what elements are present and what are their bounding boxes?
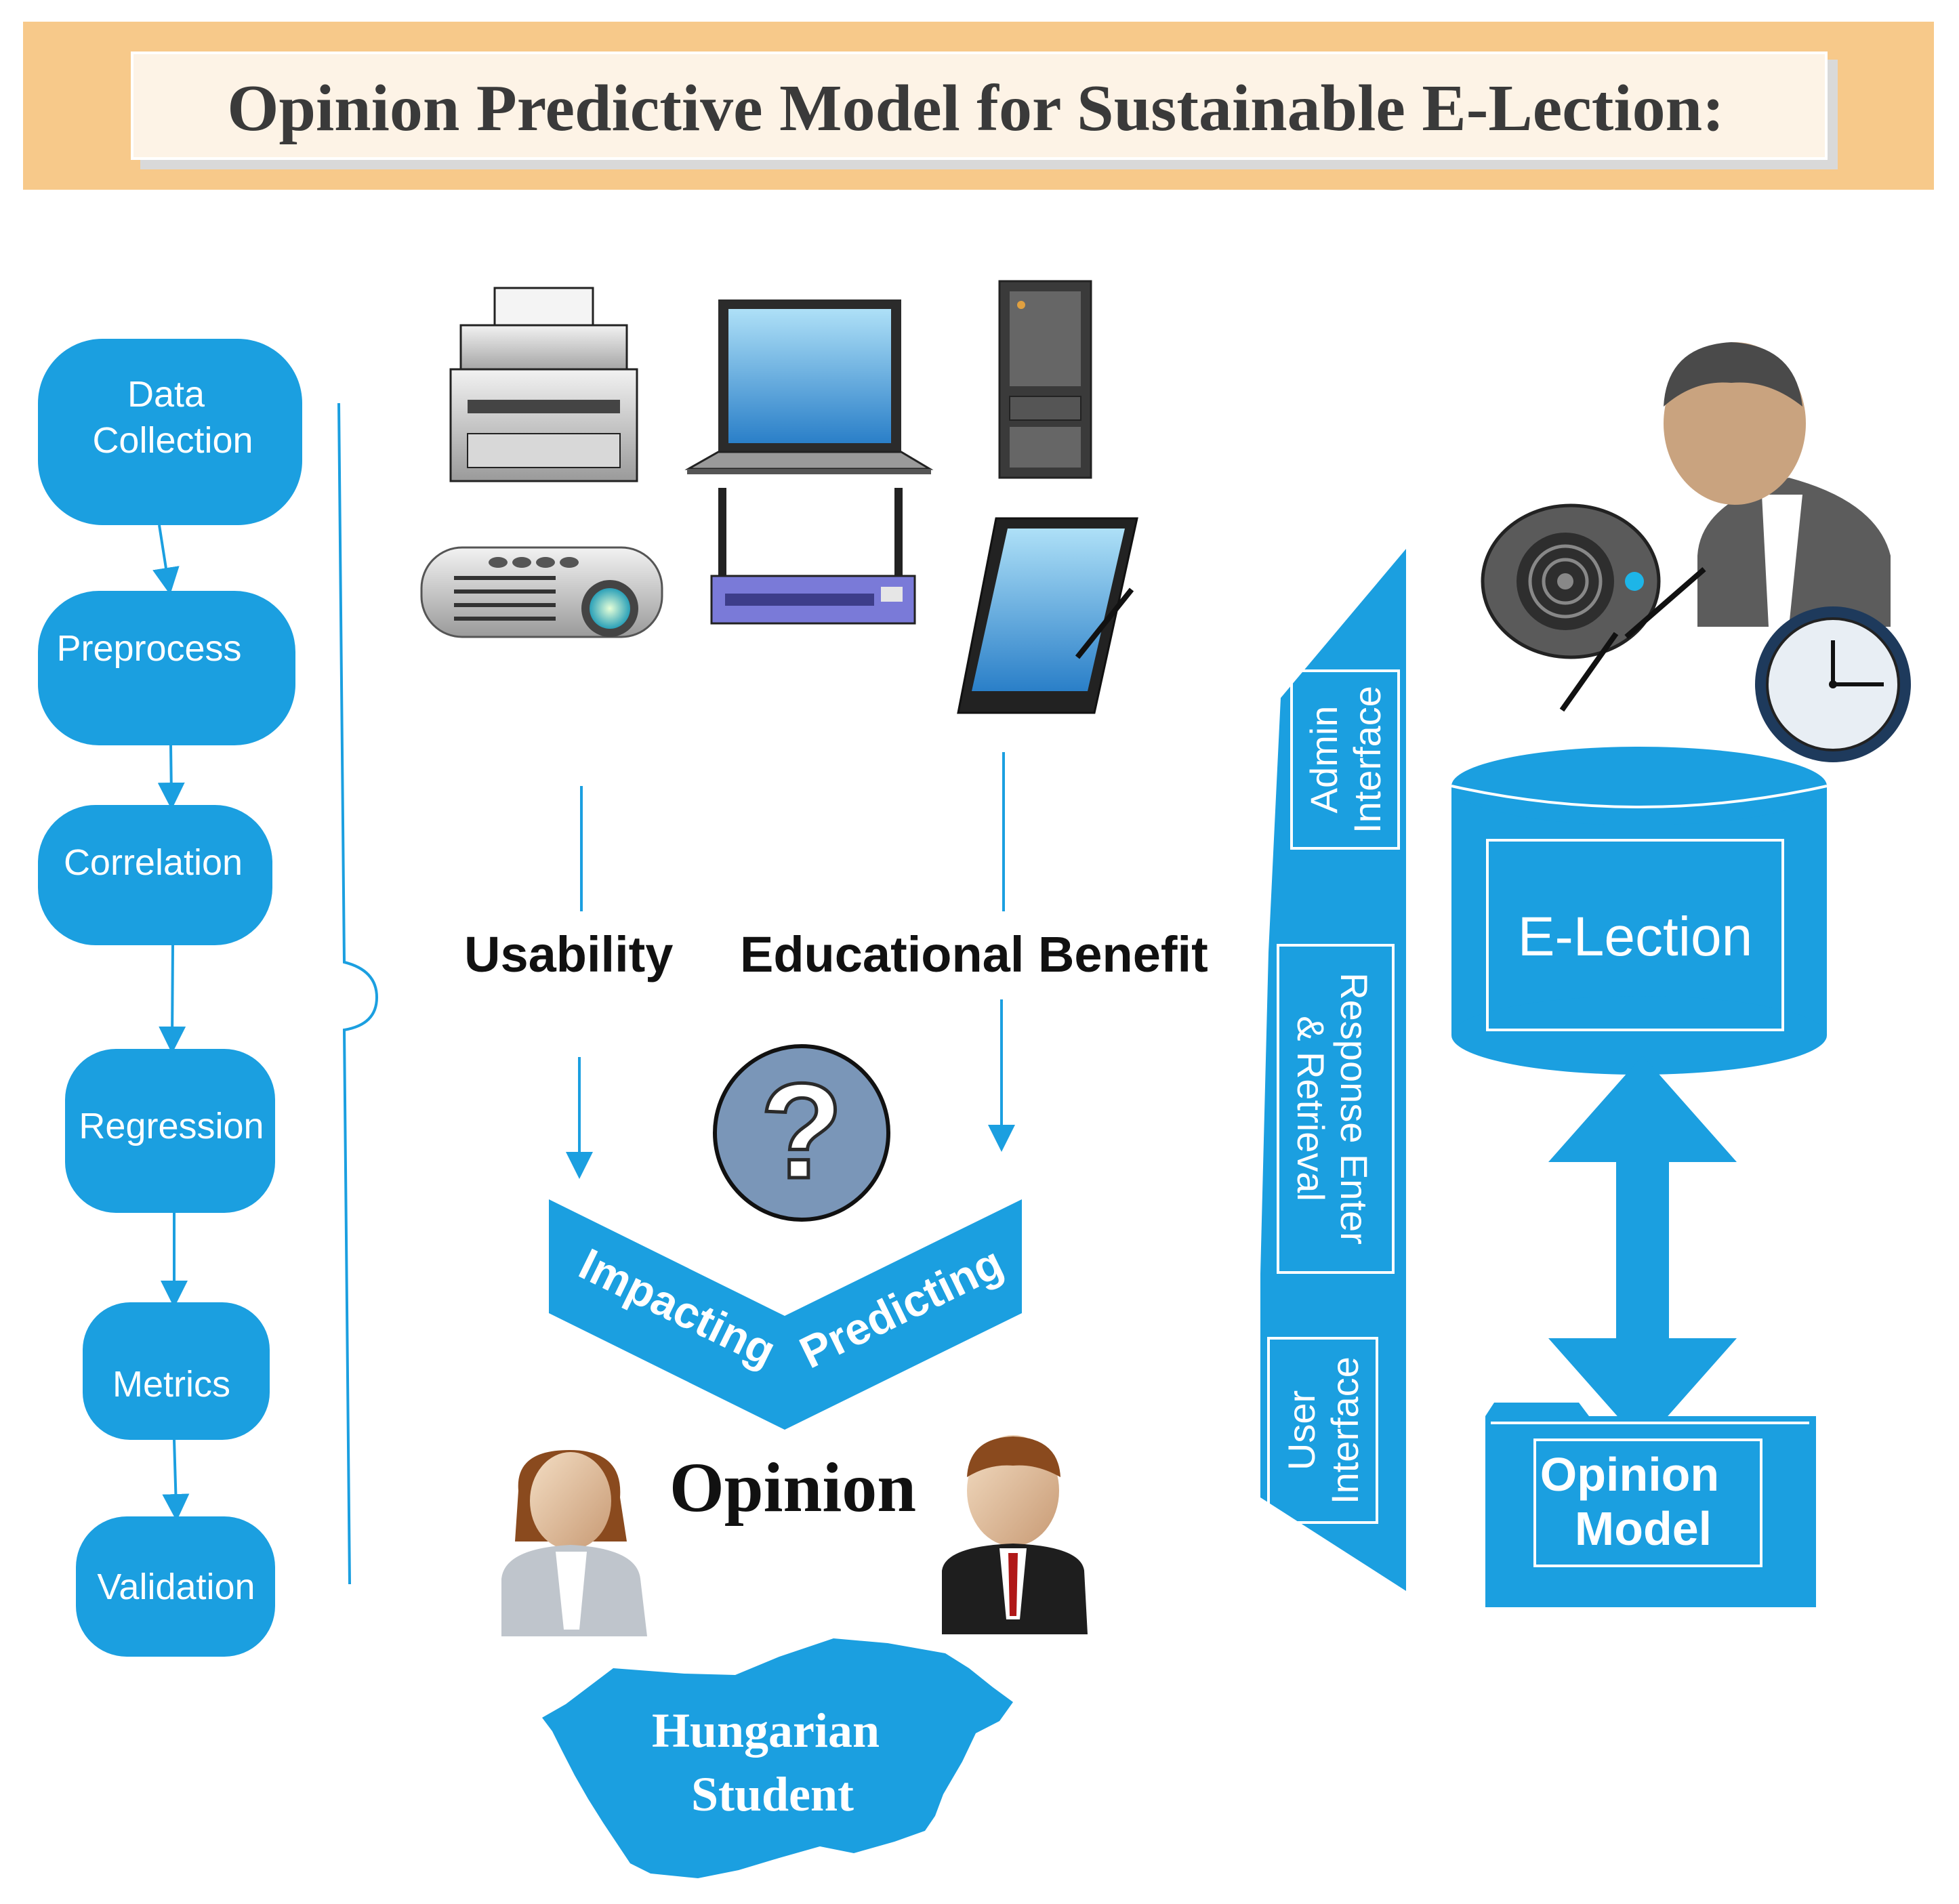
pipeline-step-label: Preprocess xyxy=(56,628,241,669)
folder-icon: Opinion Model xyxy=(1485,1403,1816,1607)
pipeline-step-label: Validation xyxy=(97,1567,255,1607)
response-interface-line1: Response Enter xyxy=(1333,972,1376,1245)
pipeline-step-data-collection[interactable]: Data Collection xyxy=(38,339,302,525)
pipeline-bracket xyxy=(337,402,379,1585)
pipeline-step-regression[interactable]: Regression xyxy=(65,1049,275,1213)
administrator-icon xyxy=(1664,342,1891,627)
network-switch-icon xyxy=(710,488,916,625)
pipeline-arrow xyxy=(162,1439,190,1521)
factors: Usability Educational Benefit xyxy=(464,752,1208,1179)
pipeline-arrow xyxy=(159,945,186,1054)
response-retrieval-panel[interactable]: Response Enter & Retrieval xyxy=(1277,944,1395,1274)
pipeline-arrow xyxy=(152,524,180,595)
bidirectional-arrow xyxy=(1548,1056,1737,1445)
user-interface-panel[interactable]: User Interface xyxy=(1267,1337,1378,1524)
pipeline-step-preprocess[interactable]: Preprocess xyxy=(38,591,295,745)
opinion-label: Opinion xyxy=(669,1449,916,1527)
admin-interface-line1: Admin xyxy=(1302,706,1345,814)
hungary-map-icon: Hungarian Student xyxy=(542,1638,1013,1878)
user-interface-line1: User xyxy=(1280,1390,1323,1470)
pipeline-step-label: Collection xyxy=(92,420,253,461)
printer-icon xyxy=(449,287,638,482)
question-mark: ? xyxy=(760,1056,843,1207)
folder-label-line2: Model xyxy=(1575,1502,1712,1555)
map-label-line1: Hungarian xyxy=(652,1703,880,1758)
user-interface-line2: Interface xyxy=(1323,1357,1366,1504)
folder-label-line1: Opinion xyxy=(1540,1448,1719,1501)
question-icon: ? xyxy=(713,1044,890,1222)
page-title: Opinion Predictive Model for Sustainable… xyxy=(227,72,1725,145)
factor-usability: Usability xyxy=(464,926,673,982)
pipeline: Data Collection Preprocess Correlation R… xyxy=(38,339,379,1657)
pipeline-step-validation[interactable]: Validation xyxy=(76,1516,275,1657)
server-tower-icon xyxy=(998,280,1092,479)
opinion-group: Opinion xyxy=(501,1435,1088,1636)
map-label-line2: Student xyxy=(691,1767,854,1821)
factor-educational-benefit: Educational Benefit xyxy=(740,926,1208,982)
pipeline-step-label: Data xyxy=(127,374,205,415)
clock-icon xyxy=(1755,606,1911,762)
devices xyxy=(420,280,1138,714)
webcam-icon xyxy=(1481,503,1706,712)
response-interface-line2: & Retrieval xyxy=(1290,1016,1332,1201)
pipeline-step-label: Metrics xyxy=(112,1364,230,1405)
impact-predict-chevron: Impacting Predicting xyxy=(549,1199,1022,1430)
female-student-icon xyxy=(501,1450,647,1636)
pipeline-step-metrics[interactable]: Metrics xyxy=(83,1302,270,1440)
database-icon: E-Lection xyxy=(1451,747,1828,1075)
admin-interface-panel[interactable]: Admin Interface xyxy=(1290,669,1400,850)
laptop-icon xyxy=(684,299,934,474)
title-banner: Opinion Predictive Model for Sustainable… xyxy=(23,22,1934,190)
pipeline-step-label: Correlation xyxy=(64,842,243,883)
interface-banner: Admin Interface Response Enter & Retriev… xyxy=(1260,549,1406,1591)
admin-interface-line2: Interface xyxy=(1346,686,1388,833)
male-student-icon xyxy=(942,1435,1088,1634)
projector-icon xyxy=(420,546,663,638)
tablet-icon xyxy=(957,517,1138,714)
pipeline-step-label: Regression xyxy=(79,1106,264,1146)
pipeline-step-correlation[interactable]: Correlation xyxy=(38,805,272,945)
database-label: E-Lection xyxy=(1518,906,1752,968)
